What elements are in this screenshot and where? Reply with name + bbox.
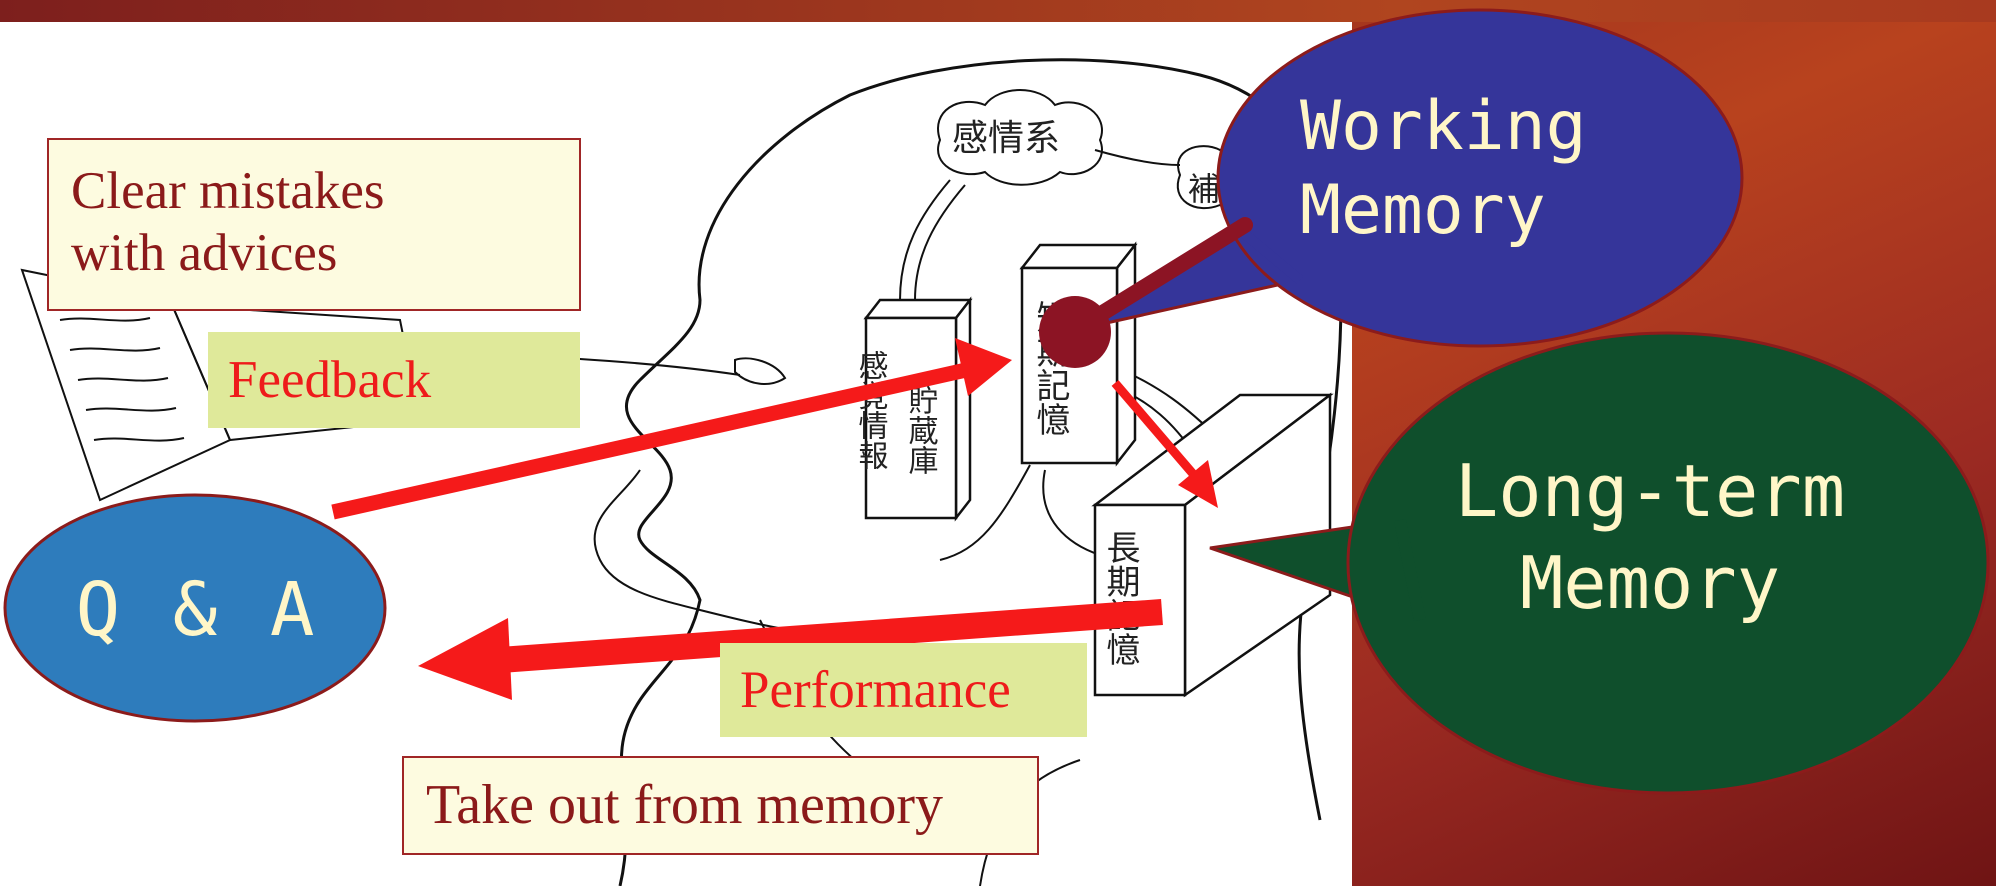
red-arrows <box>331 338 1218 700</box>
performance-arrow <box>499 599 1163 673</box>
long-term-bubble <box>1346 331 1990 795</box>
performance-tag: Performance <box>720 643 1087 737</box>
performance-arrowhead <box>418 618 512 700</box>
feedback-arrow <box>331 360 977 520</box>
clear-mistakes-line1: Clear mistakes <box>71 162 385 220</box>
eye-shape <box>734 357 787 385</box>
storage-label: 貯蔵庫 <box>903 385 939 475</box>
face-line <box>593 469 901 641</box>
sensory-box-label: 感覚情報 <box>853 350 889 470</box>
transfer-arrow <box>1111 380 1204 485</box>
feedback-tag: Feedback <box>208 332 580 428</box>
emotion-cloud <box>937 89 1103 186</box>
long-term-line2: Memory <box>1519 541 1781 625</box>
head-outline <box>618 58 1343 886</box>
working-memory-line1: Working <box>1300 87 1587 166</box>
working-memory-dot <box>1039 296 1111 368</box>
long-term-label: 長期記憶 <box>1100 530 1140 666</box>
working-memory-text: Working Memory <box>1300 85 1587 253</box>
clear-mistakes-line2: with advices <box>71 224 338 282</box>
sensory-storage-block <box>863 296 973 522</box>
supplement-cloud-label: 補 <box>1188 170 1220 208</box>
emotion-cloud-label: 感情系 <box>952 118 1060 159</box>
working-memory-line2: Memory <box>1300 171 1546 250</box>
qa-ellipse <box>3 493 387 723</box>
working-memory-bubble <box>1216 8 1744 348</box>
qa-label: Q & A <box>75 567 319 653</box>
long-term-memory-text: Long-term Memory <box>1440 445 1860 629</box>
clear-mistakes-note: Clear mistakes with advices <box>47 138 581 311</box>
feedback-arrowhead <box>955 338 1012 396</box>
long-term-line1: Long-term <box>1454 449 1846 533</box>
transfer-arrowhead <box>1178 460 1218 508</box>
take-out-note: Take out from memory <box>402 756 1039 855</box>
